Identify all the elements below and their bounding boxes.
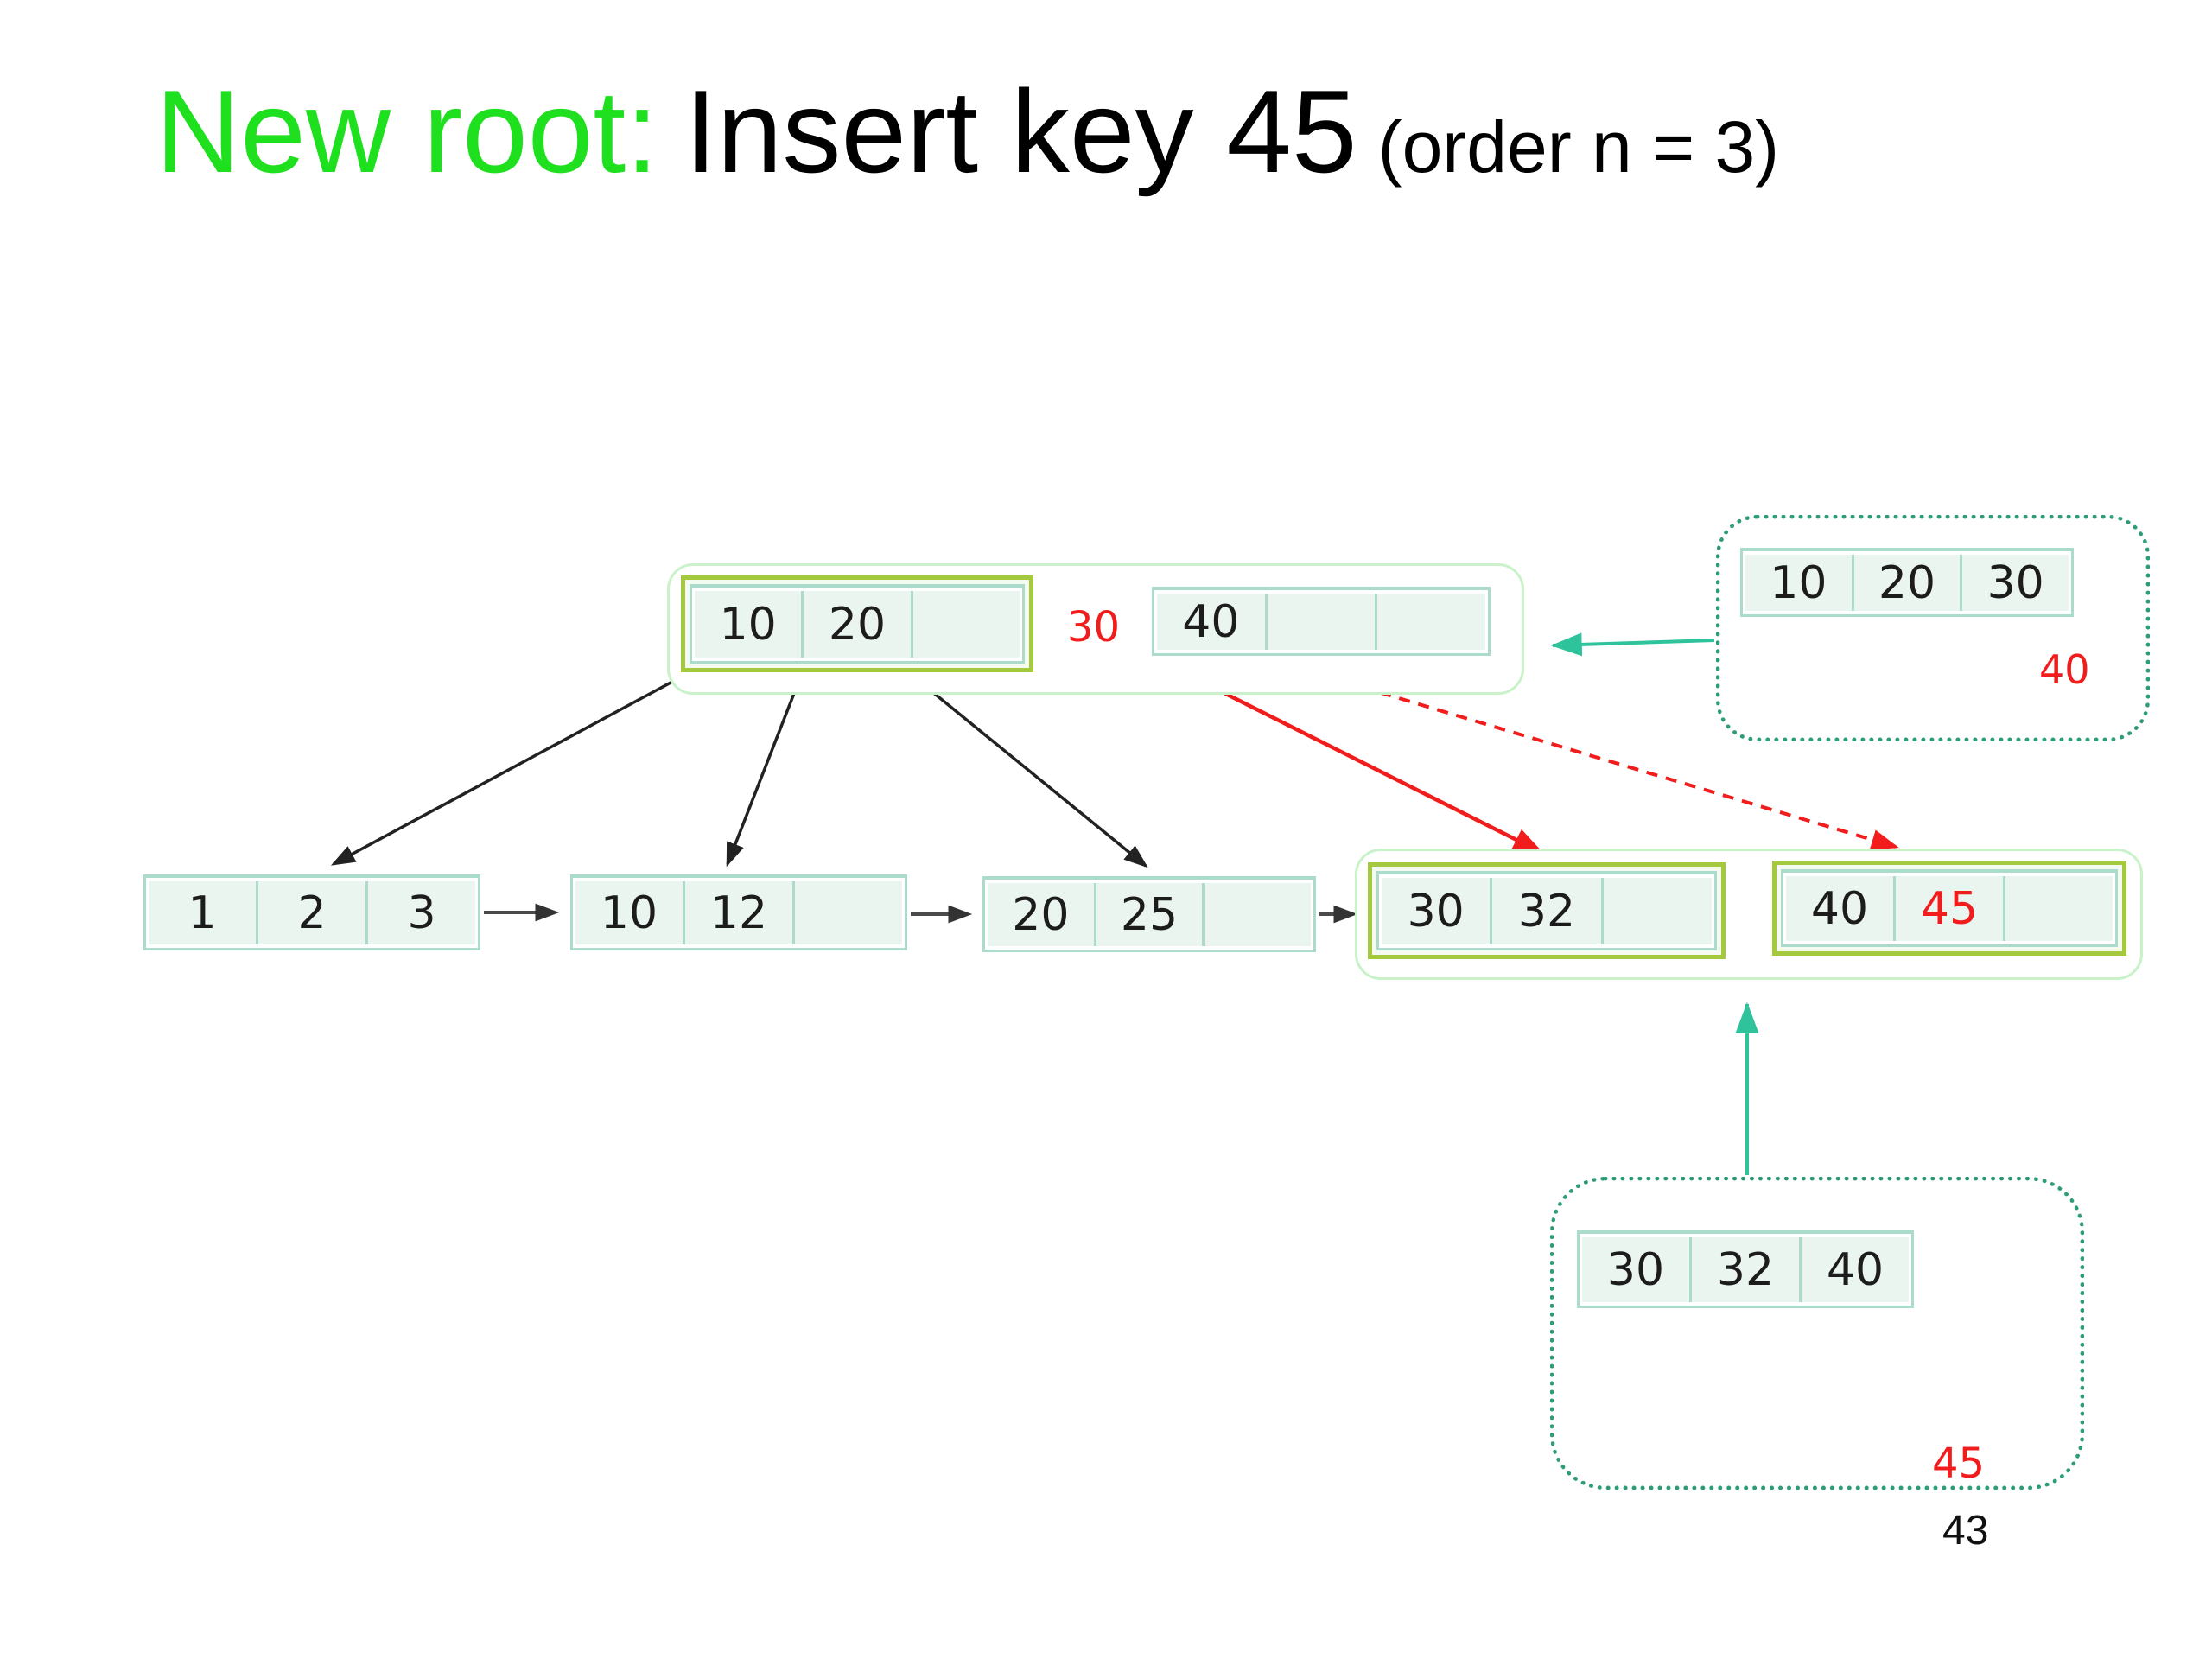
node-cell: 10: [575, 881, 685, 944]
promoted-key-30-label: 30: [1067, 603, 1121, 652]
root-pointer-to-leaf3: [911, 674, 1148, 868]
node-cell: 12: [685, 881, 795, 944]
node-cell: 32: [1692, 1237, 1802, 1302]
node-cell: [1377, 594, 1486, 650]
node-cell: [1267, 594, 1378, 650]
leaf-node-4-highlighted: 30 32: [1368, 862, 1726, 959]
leaf-node-5-highlighted: 40 45: [1772, 861, 2126, 956]
node-cell: 40: [1786, 876, 1896, 941]
node-cell: [1205, 883, 1312, 946]
top-memo-to-root-arrow: [1550, 632, 1715, 657]
node-cell: 40: [1802, 1237, 1909, 1302]
node-cell: 2: [258, 881, 368, 944]
bottom-split-memo-box: [1550, 1177, 2084, 1490]
node-cell: [2005, 876, 2113, 941]
leaf-node-2: 10 12: [570, 874, 907, 950]
root-node-highlighted: 10 20: [681, 575, 1033, 672]
node-cell: [912, 591, 1020, 658]
insert-key-40-label: 40: [2039, 646, 2090, 693]
leaf-node-1: 1 2 3: [143, 874, 480, 950]
node-cell: 30: [1962, 555, 2069, 611]
node-cell: 20: [988, 883, 1096, 946]
node-cell: 10: [1745, 555, 1854, 611]
title-highlight: New root:: [156, 66, 658, 197]
insert-key-45-label: 45: [1932, 1440, 1986, 1488]
node-cell: [1603, 878, 1712, 944]
node-cell: 32: [1492, 878, 1604, 944]
root-pointer-to-leaf2: [726, 675, 803, 868]
leaf-node-4: 30 32: [1376, 871, 1717, 950]
node-cell-inserted-45: 45: [1896, 876, 2005, 941]
page-number: 43: [1942, 1508, 1989, 1554]
node-cell: 25: [1096, 883, 1205, 946]
root-node: 10 20: [690, 584, 1025, 664]
new-root-sibling-node: 40: [1152, 587, 1491, 656]
title-main: Insert key 45: [683, 66, 1357, 197]
node-cell: 20: [1853, 555, 1963, 611]
title-order-note: (order n = 3): [1377, 106, 1780, 188]
node-cell: 30: [1582, 1237, 1692, 1302]
node-cell: 20: [804, 591, 913, 658]
root-pointer-to-leaf1: [330, 674, 684, 866]
node-cell: 10: [695, 591, 804, 658]
node-cell: [795, 881, 902, 944]
leaf-node-3: 20 25: [982, 876, 1316, 952]
node-cell: 40: [1157, 594, 1268, 650]
page-title: New root:Insert key 45(order n = 3): [156, 67, 1779, 197]
node-cell: 30: [1382, 878, 1493, 944]
bottom-memo-node: 30 32 40: [1577, 1230, 1914, 1308]
top-memo-node: 10 20 30: [1740, 548, 2074, 617]
node-cell: 3: [368, 881, 475, 944]
leaf-node-5: 40 45: [1781, 869, 2118, 947]
node-cell: 1: [149, 881, 258, 944]
